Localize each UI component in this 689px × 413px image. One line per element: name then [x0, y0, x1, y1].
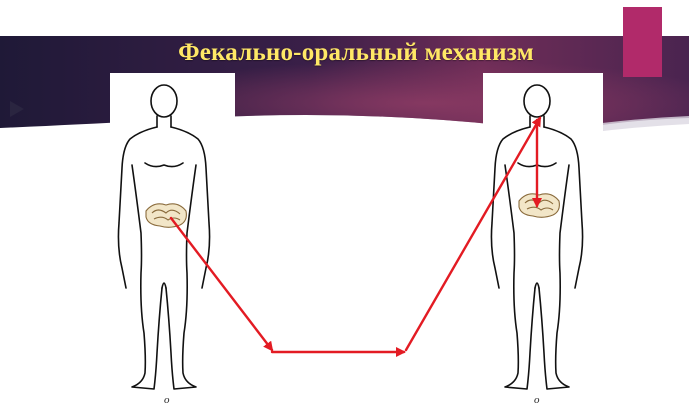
arrow-environment-to-mouth	[406, 118, 540, 350]
arrow-intestine-to-environment	[171, 218, 272, 350]
